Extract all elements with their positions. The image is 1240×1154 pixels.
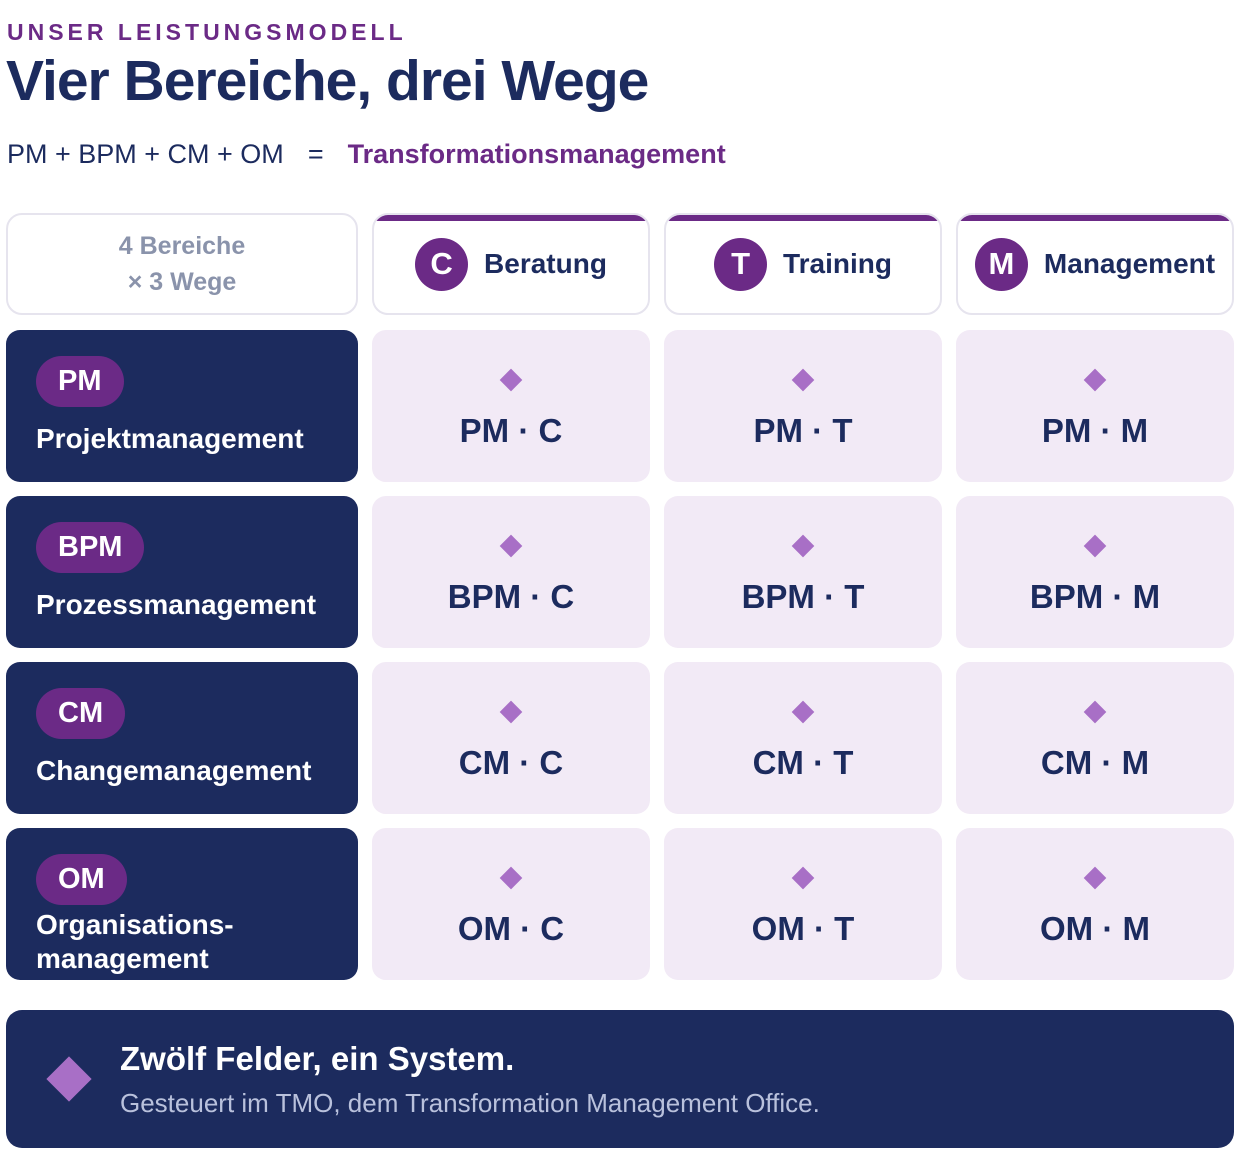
cell-code: OM · C [457,910,565,947]
diamond-icon [791,534,815,558]
column-letter-badge: C [415,237,469,291]
summary-headline: Zwölf Felder, ein System. [120,1040,515,1077]
row-name: Changemanagement [36,755,312,786]
row-header-pm: PM Projektmanagement [6,330,358,482]
diamond-icon [46,1056,92,1102]
cell-code: CM · T [752,744,854,781]
diamond-icon [499,368,523,392]
cell-code: PM · T [753,412,853,449]
cell-code: PM · M [1041,412,1149,449]
matrix-cell: PM · M [956,330,1234,482]
row-name: Projektmanagement [36,423,304,454]
formula-equals: = [307,138,324,169]
page-title: Vier Bereiche, drei Wege [6,49,649,113]
matrix-cell: PM · C [372,330,650,482]
row-name: Prozessmanagement [36,589,317,620]
corner-line-1: 4 Bereiche [118,232,246,260]
row-name: Organisations- management [36,908,346,976]
matrix-cell: BPM · M [956,496,1234,648]
matrix-cell: OM · M [956,828,1234,980]
diamond-icon [499,534,523,558]
cell-code: BPM · M [1029,578,1161,615]
row-header-om: OM Organisations- management [6,828,358,980]
column-header-management: M Management [956,213,1234,315]
formula-result: Transformationsmanagement [347,138,726,169]
diamond-icon [791,700,815,724]
column-letter-badge: T [714,237,768,291]
diamond-icon [1083,534,1107,558]
matrix-cell: CM · C [372,662,650,814]
cell-code: CM · M [1040,744,1150,781]
row-abbr-pill: PM [36,356,124,407]
diamond-icon [791,866,815,890]
cell-code: BPM · C [447,578,575,615]
row-name-line-1: Organisations- [36,909,234,940]
row-name-line-2: management [36,943,209,974]
row-abbr-pill: OM [36,854,127,905]
column-label: Management [1043,248,1216,279]
cell-code: BPM · T [741,578,865,615]
diamond-icon [499,700,523,724]
matrix-cell: CM · T [664,662,942,814]
column-letter-badge: M [974,237,1028,291]
matrix-cell: OM · T [664,828,942,980]
eyebrow-label: UNSER LEISTUNGSMODELL [7,19,407,45]
diamond-icon [499,866,523,890]
corner-line-2: × 3 Wege [127,268,237,296]
row-abbr-pill: CM [36,688,126,739]
cell-code: OM · M [1040,910,1150,947]
diamond-icon [1083,368,1107,392]
column-label: Beratung [484,248,607,279]
cell-code: CM · C [458,744,564,781]
summary-banner: Zwölf Felder, ein System. Gesteuert im T… [6,1010,1234,1148]
diamond-icon [1083,866,1107,890]
matrix-cell: BPM · C [372,496,650,648]
diamond-icon [791,368,815,392]
matrix-cell: OM · C [372,828,650,980]
formula-terms: PM + BPM + CM + OM [7,138,284,169]
diamond-icon [1083,700,1107,724]
formula: PM + BPM + CM + OM = Transformationsmana… [7,136,726,172]
row-header-cm: CM Changemanagement [6,662,358,814]
matrix-cell: CM · M [956,662,1234,814]
row-abbr-pill: BPM [36,522,145,573]
column-header-training: T Training [664,213,942,315]
matrix-cell: BPM · T [664,496,942,648]
matrix-corner-label: 4 Bereiche × 3 Wege [6,213,358,315]
matrix-cell: PM · T [664,330,942,482]
cell-code: OM · T [751,910,855,947]
row-header-bpm: BPM Prozessmanagement [6,496,358,648]
cell-code: PM · C [459,412,563,449]
summary-subline: Gesteuert im TMO, dem Transformation Man… [120,1088,820,1118]
column-label: Training [783,248,892,279]
column-header-beratung: C Beratung [372,213,650,315]
